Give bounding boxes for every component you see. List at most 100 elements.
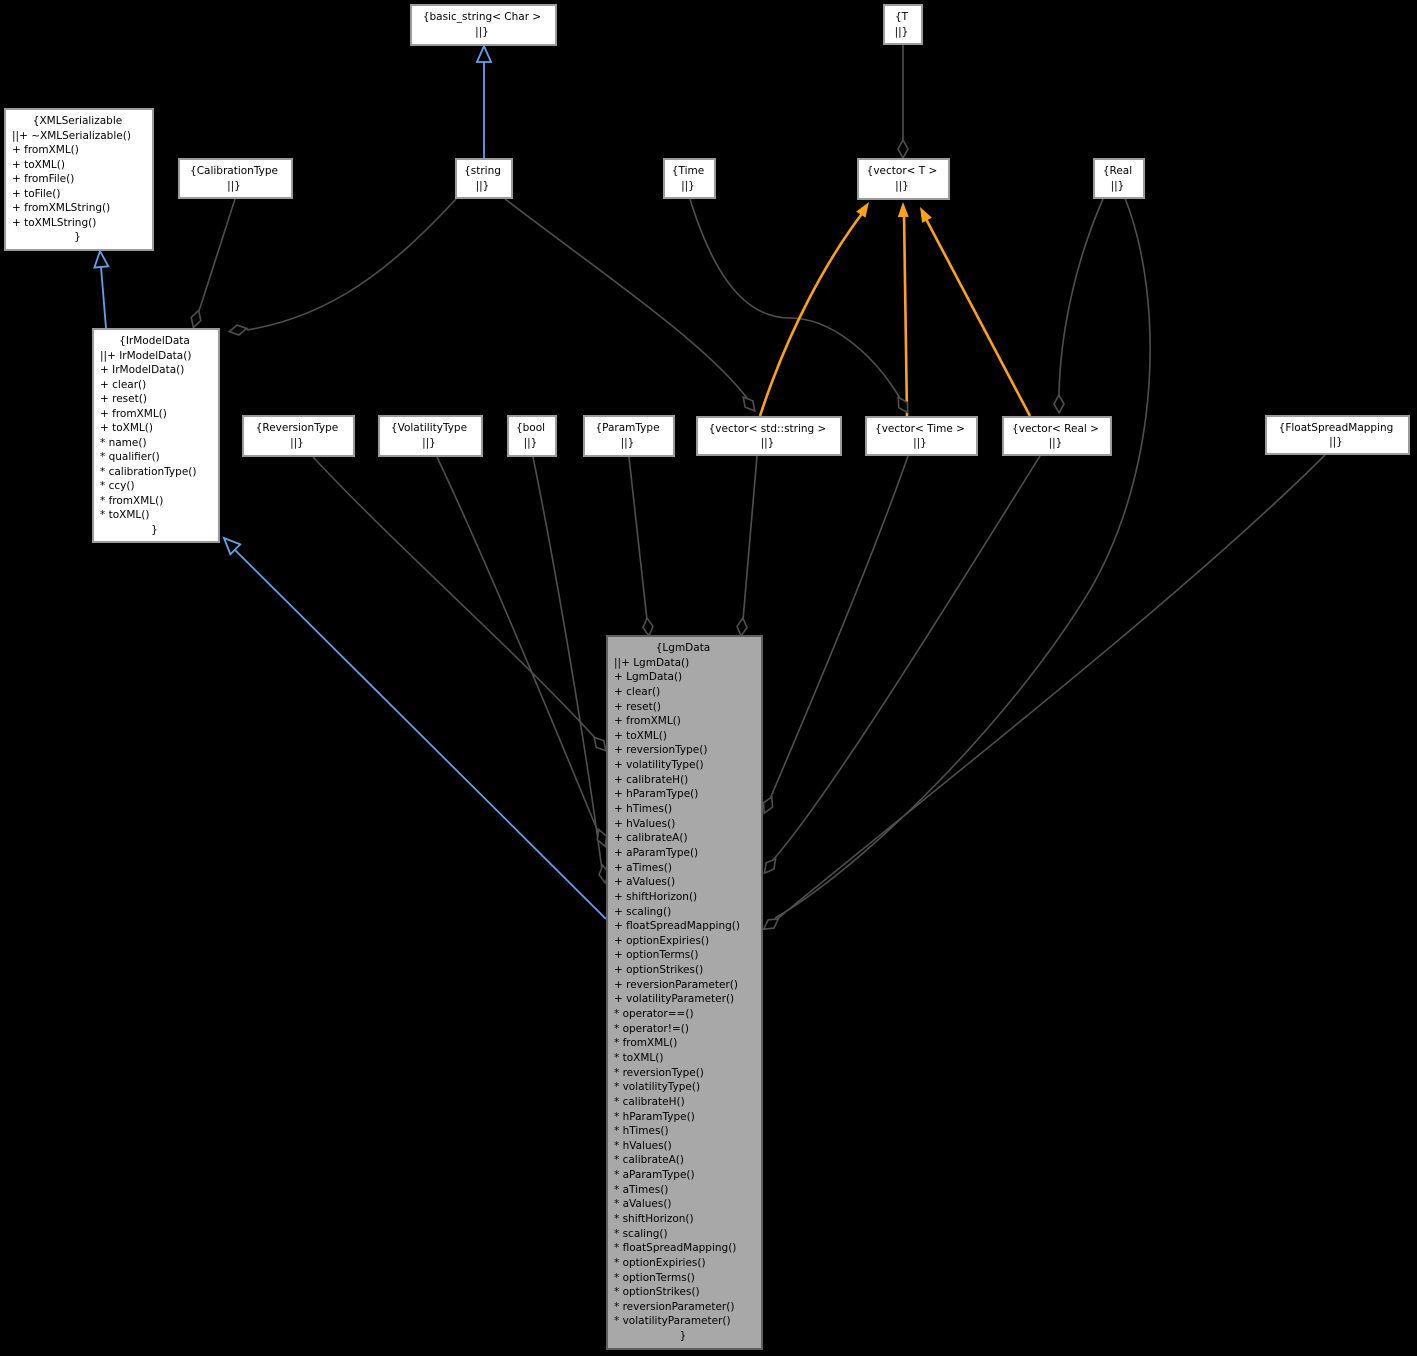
- node-line: {LgmData: [655, 642, 711, 654]
- node-line: + toXML(): [614, 729, 667, 742]
- aggregation-diamond-vector-std-string-top: [742, 395, 756, 413]
- node-line: ||}: [620, 437, 635, 449]
- aggregation-diamond-vector-t: [897, 138, 909, 160]
- node-line: + floatSpreadMapping(): [614, 920, 740, 933]
- node-line: {CalibrationType: [190, 165, 278, 177]
- class-node-ir-model-data[interactable]: {IrModelData ||+ IrModelData() + IrModelDa…: [92, 328, 220, 543]
- node-line: + calibrateH(): [614, 773, 689, 786]
- node-line: * floatSpreadMapping(): [614, 1242, 737, 1255]
- class-node-volatility-type[interactable]: {VolatilityType||}: [378, 415, 483, 457]
- edge-vector-real-vector-t: [924, 218, 1032, 417]
- template-arrowhead-vector-real: [920, 207, 932, 223]
- node-line: + calibrateA(): [614, 832, 688, 845]
- node-line: + fromXML(): [614, 715, 681, 728]
- edge-float-spread-mapping-lgm-data: [775, 454, 1326, 921]
- node-line: ||}: [913, 437, 927, 449]
- aggregation-diamond-calibration-type: [190, 308, 202, 330]
- aggregation-diamond-volatility-type: [596, 828, 608, 848]
- node-line: + LgmData(): [614, 671, 683, 684]
- class-node-vector-real[interactable]: {vector< Real >||}: [1002, 416, 1112, 456]
- class-node-float-spread-mapping[interactable]: {FloatSpreadMapping||}: [1265, 415, 1410, 455]
- node-line: ||}: [681, 179, 695, 192]
- aggregation-diamond-string-ir: [227, 324, 249, 336]
- edge-string-ir-model-data: [246, 198, 457, 331]
- edge-calibration-type-ir-model-data: [198, 198, 236, 312]
- node-line: + optionTerms(): [614, 949, 699, 962]
- node-line: ||+ IrModelData(): [100, 349, 192, 362]
- class-node-basic-string-char[interactable]: {basic_string< Char >||}: [410, 4, 557, 46]
- node-line: ||}: [1329, 436, 1343, 448]
- node-line: * operator==(): [614, 1008, 694, 1021]
- node-line: {basic_string< Char >: [422, 11, 542, 23]
- node-line: + IrModelData(): [100, 364, 185, 376]
- class-node-t[interactable]: {T||}: [883, 4, 923, 45]
- node-line: * reversionParameter(): [614, 1300, 735, 1313]
- node-line: * aValues(): [614, 1198, 672, 1211]
- node-line: ||}: [422, 437, 436, 449]
- node-line: ||}: [895, 180, 909, 192]
- node-line: ||+ ~XMLSerializable(): [12, 129, 131, 142]
- node-line: + fromXML(): [12, 144, 79, 157]
- node-line: * volatilityParameter(): [614, 1315, 731, 1328]
- node-line: * calibrateH(): [614, 1095, 685, 1108]
- class-node-vector-time[interactable]: {vector< Time >||}: [865, 416, 978, 456]
- node-line: + reversionType(): [614, 744, 708, 757]
- node-line: {XMLSerializable: [32, 115, 123, 127]
- node-line: * name(): [100, 436, 147, 449]
- class-node-time[interactable]: {Time||}: [663, 158, 716, 199]
- template-arrowhead-vector-std-string: [856, 202, 869, 218]
- edge-lgm-data-ir-model-data: [233, 548, 607, 920]
- class-node-real[interactable]: {Real||}: [1093, 158, 1145, 199]
- node-line: * optionTerms(): [614, 1271, 695, 1284]
- class-node-param-type[interactable]: {ParamType||}: [583, 415, 675, 457]
- class-node-xml-serializable[interactable]: {XMLSerializable ||+ ~XMLSerializable() + …: [4, 108, 154, 251]
- node-line: }: [151, 523, 158, 536]
- node-line: {string: [464, 165, 501, 177]
- class-node-bool[interactable]: {bool||}: [507, 415, 557, 457]
- node-line: * scaling(): [614, 1227, 668, 1240]
- node-line: ||}: [523, 437, 538, 449]
- edge-vector-std-string-vector-t: [758, 210, 866, 417]
- node-line: * calibrateA(): [614, 1154, 684, 1167]
- edge-vector-std-string-lgm-data: [742, 455, 758, 621]
- edge-real-lgm-data: [774, 197, 1151, 919]
- template-arrowhead-vector-time: [897, 202, 909, 218]
- aggregation-diamond-vector-real-top: [1053, 393, 1065, 415]
- node-line: {T: [894, 11, 909, 23]
- aggregation-diamond-param-type: [642, 616, 654, 638]
- node-line: + fromXML(): [100, 407, 167, 420]
- class-node-vector-t[interactable]: {vector< T >||}: [857, 158, 950, 200]
- class-node-vector-std-string[interactable]: {vector< std::string >||}: [696, 416, 842, 456]
- node-line: + reset(): [100, 393, 147, 405]
- inheritance-arrowhead-basic-string: [475, 43, 493, 63]
- class-node-calibration-type[interactable]: {CalibrationType ||}: [178, 158, 293, 199]
- node-line: ||}: [227, 179, 241, 192]
- node-line: + aTimes(): [614, 861, 672, 874]
- node-line: * fromXML(): [614, 1037, 678, 1050]
- node-line: {vector< Real >: [1012, 423, 1099, 435]
- node-line: + hValues(): [614, 817, 676, 830]
- node-line: * ccy(): [100, 480, 135, 492]
- aggregation-diamond-vector-time-lgm: [762, 795, 774, 815]
- edge-vector-time-vector-t: [902, 213, 909, 417]
- edge-param-type-lgm-data: [628, 456, 648, 621]
- node-line: * volatilityType(): [614, 1081, 701, 1094]
- edge-bool-lgm-data: [532, 456, 603, 871]
- node-line: ||+ LgmData(): [614, 656, 690, 669]
- node-line: * aParamType(): [614, 1169, 695, 1182]
- aggregation-diamond-reversion-type: [593, 735, 607, 753]
- node-line: * optionExpiries(): [614, 1256, 706, 1269]
- node-line: + hTimes(): [614, 803, 673, 816]
- class-node-string[interactable]: {string ||}: [455, 158, 513, 199]
- aggregation-diamond-real-fsm-lgm: [762, 917, 780, 931]
- node-line: + fromXMLString(): [12, 202, 111, 215]
- edge-ir-model-data-xml-serializable: [100, 266, 107, 329]
- aggregation-diamond-vector-real-lgm: [763, 857, 777, 875]
- node-line: + clear(): [614, 685, 661, 698]
- node-line: + clear(): [100, 378, 147, 391]
- node-line: {IrModelData: [119, 335, 190, 347]
- class-node-reversion-type[interactable]: {ReversionType||}: [242, 415, 355, 457]
- node-line: ||}: [475, 179, 490, 192]
- edge-vector-real-lgm-data: [772, 455, 1041, 861]
- node-line: ||}: [1110, 179, 1125, 192]
